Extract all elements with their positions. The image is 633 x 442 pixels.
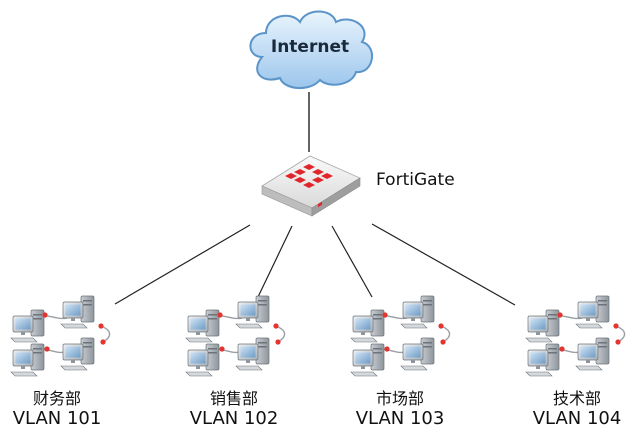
port-dot [440,339,446,345]
link-vlan-101 [114,224,251,305]
port-dot [219,346,225,352]
link-vlan-104 [371,223,516,306]
dept-label-104: 技术部 [552,389,601,408]
workstation-group-104 [525,295,626,377]
port-dot [42,312,48,318]
link-vlan-102 [257,225,293,298]
computer-icon [350,343,385,377]
port-dot [275,339,281,345]
computer-icon [185,309,220,343]
computer-icon [60,295,95,329]
workstation-group-101 [10,295,111,377]
workstation-group-102 [185,295,286,377]
port-dot [100,339,106,345]
port-dot [613,323,619,329]
port-dot [382,312,388,318]
port-dot [438,323,444,329]
port-dot [98,323,104,329]
link-vlan-103 [331,225,373,298]
computer-icon [525,343,560,377]
fortigate-firewall-icon [261,155,361,217]
port-dot [44,346,50,352]
computer-icon [235,337,270,371]
computer-icon [525,309,560,343]
internet-label: Internet [271,37,349,57]
vlan-links [114,223,516,306]
computer-icon [575,295,610,329]
computer-icon [235,295,270,329]
computer-icon [60,337,95,371]
computer-icon [400,295,435,329]
port-dot [559,346,565,352]
port-dot [384,346,390,352]
computer-icon [350,309,385,343]
workstation-group-103 [350,295,451,377]
port-dot [615,339,621,345]
computer-icon [575,337,610,371]
computer-icon [10,309,45,343]
vlan-label-103: VLAN 103 [355,408,445,429]
vlan-label-104: VLAN 104 [532,408,622,429]
port-dot [273,323,279,329]
port-dot [217,312,223,318]
computer-icon [400,337,435,371]
port-dot [557,312,563,318]
computer-icon [10,343,45,377]
dept-label-102: 销售部 [209,389,258,408]
dept-label-101: 财务部 [32,389,81,408]
vlan-label-101: VLAN 101 [12,408,102,429]
computer-icon [185,343,220,377]
dept-label-103: 市场部 [375,389,424,408]
fortigate-label: FortiGate [376,170,455,190]
internet-cloud-icon: Internet [249,10,373,89]
vlan-label-102: VLAN 102 [189,408,279,429]
